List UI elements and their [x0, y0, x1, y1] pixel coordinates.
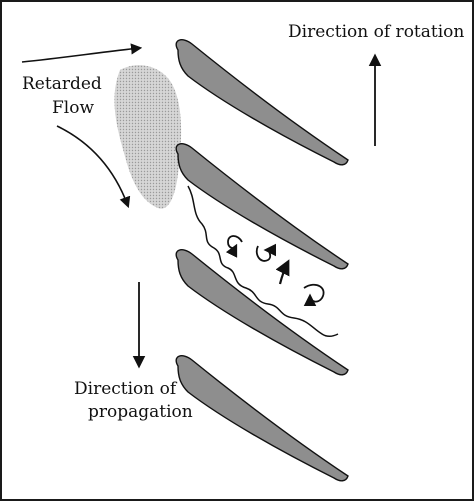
blade-1	[175, 39, 349, 166]
retarded-flow-label-line2: Flow	[52, 98, 95, 118]
incoming-flow-arrow-curved	[56, 125, 131, 209]
direction-of-rotation-label: Direction of rotation	[288, 22, 465, 42]
vortex-arrow-4	[303, 283, 325, 307]
direction-of-propagation-label-line2: propagation	[88, 402, 193, 422]
separation-line	[187, 185, 339, 338]
direction-of-propagation-label-line1: Direction of	[74, 379, 177, 399]
blade-3	[175, 249, 349, 376]
blade-2	[175, 143, 349, 270]
stall-cell-shape	[114, 65, 182, 209]
blade-4	[175, 355, 349, 482]
incoming-flow-arrow-top	[21, 43, 143, 63]
vortex-arrow-3	[275, 259, 290, 285]
vortex-arrow-2	[255, 243, 277, 262]
retarded-flow-label-line1: Retarded	[22, 74, 102, 94]
vortex-arrow-1	[225, 235, 243, 258]
